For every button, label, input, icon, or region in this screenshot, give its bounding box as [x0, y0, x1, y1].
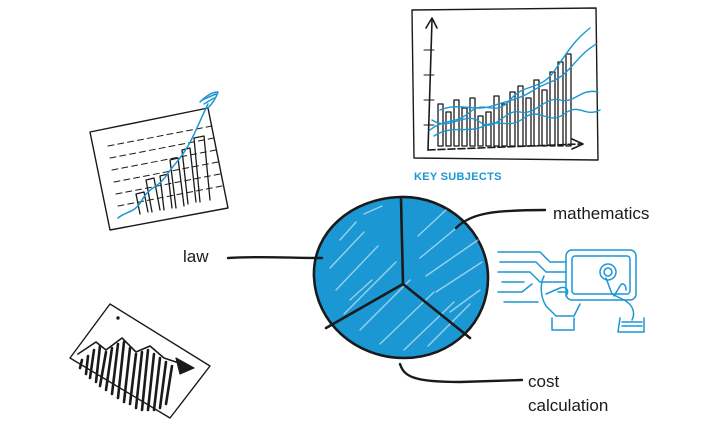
tablet-touch-icon	[497, 249, 645, 333]
connector-law	[226, 255, 324, 260]
connector-mathematics	[454, 208, 547, 230]
label-calculation: calculation	[528, 396, 609, 415]
connector-lines	[226, 208, 547, 384]
label-mathematics: mathematics	[553, 204, 650, 223]
line-bar-chart-sketch-icon	[411, 7, 601, 161]
pie-chart-sketch-icon	[312, 195, 490, 360]
label-cost: cost	[528, 372, 560, 391]
connector-cost	[398, 362, 524, 384]
trend-chart-sketch-icon	[69, 303, 211, 419]
label-law: law	[183, 247, 209, 266]
bar-chart-sketch-icon	[89, 91, 229, 231]
key-subjects-heading: KEY SUBJECTS	[414, 171, 502, 183]
